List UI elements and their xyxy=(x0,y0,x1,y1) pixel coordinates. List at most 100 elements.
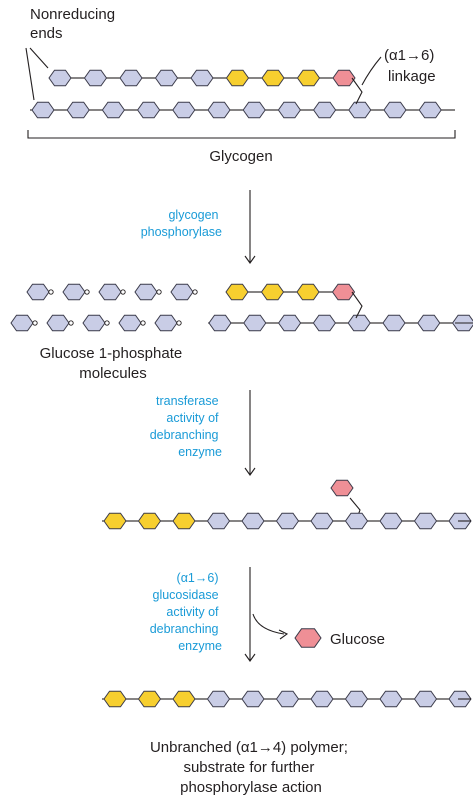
glucose-residue xyxy=(312,101,337,119)
glucose-residue xyxy=(136,101,161,119)
glucose-residue xyxy=(243,314,267,332)
free-glucose-residue xyxy=(294,628,322,648)
glucose-residue xyxy=(31,101,55,119)
phosphate-group xyxy=(192,289,198,295)
glucose-1-phosphate xyxy=(82,314,106,332)
step-glucosidase: (α1→6) glucosidase activity of debranchi… xyxy=(150,567,385,662)
glucose-residue xyxy=(208,314,232,332)
linkage-pointer-line xyxy=(361,56,382,86)
phosphate-group xyxy=(32,320,38,326)
glucose-residue xyxy=(277,101,302,119)
phosphate-group xyxy=(84,289,90,295)
glucose-residue xyxy=(190,69,214,87)
glucose-residue xyxy=(101,101,126,119)
removed-glucose-residue xyxy=(103,512,127,530)
inner-chain xyxy=(30,101,455,119)
glucose-residue xyxy=(48,69,72,87)
glucose-1-phosphate xyxy=(118,314,142,332)
glucose-release-arrow-head xyxy=(278,629,289,640)
extended-chain xyxy=(102,512,472,530)
removed-glucose-residue xyxy=(261,69,285,87)
glucose-1-phosphate xyxy=(62,283,86,301)
glycogen-bracket xyxy=(27,130,456,139)
glucose-residue xyxy=(206,512,231,530)
stage-glycogen: Nonreducing ends (α1→6) linkage Glycogen xyxy=(25,6,456,165)
phosphorylase-label: glycogen phosphorylase xyxy=(141,208,222,239)
branch-point-residue xyxy=(331,283,356,301)
branch-linkage-bond xyxy=(351,77,363,105)
glucose-1-phosphate xyxy=(170,283,194,301)
glucose-residue xyxy=(310,690,334,708)
glucose-residue xyxy=(172,101,196,119)
outer-chain xyxy=(48,69,356,87)
glucose-residue xyxy=(347,314,371,332)
removed-glucose-residue xyxy=(172,690,196,708)
glucose-1-phosphate-label: Glucose 1-phosphate molecules xyxy=(40,345,187,382)
arrow-head-3 xyxy=(244,653,256,662)
removed-glucose-residue xyxy=(296,283,320,301)
removed-glucose-residue xyxy=(225,69,250,87)
glucose-residue xyxy=(379,512,403,530)
glucose-residue xyxy=(119,69,143,87)
glucose-residue xyxy=(275,512,300,530)
glucose-1-phosphate-molecules xyxy=(10,283,198,332)
glucose-residue xyxy=(418,101,442,119)
glucose-residue xyxy=(241,690,265,708)
glucose-residue xyxy=(413,512,438,530)
stage-after-transfer xyxy=(102,479,472,530)
arrow-head-1 xyxy=(244,255,256,264)
free-glucose xyxy=(294,628,322,648)
glucose-residue xyxy=(275,690,300,708)
glucose-residue xyxy=(382,314,406,332)
linkage-label: (α1→6) linkage xyxy=(384,47,439,85)
glucose-residue xyxy=(348,101,372,119)
removed-glucose-residue xyxy=(103,690,127,708)
glucose-1-phosphate xyxy=(46,314,70,332)
branch-point-residue xyxy=(330,479,354,497)
nonreducing-pointer-line xyxy=(29,47,49,69)
removed-glucose-residue xyxy=(260,283,285,301)
removed-glucose-residue xyxy=(137,690,162,708)
arrow-head-2 xyxy=(244,467,256,476)
branch-linkage-bond xyxy=(351,291,363,319)
unbranched-chain xyxy=(102,690,472,708)
glucose-residue xyxy=(277,314,302,332)
glucose-release-arrow xyxy=(252,613,285,635)
stage-after-phosphorylase: Glucose 1-phosphate molecules xyxy=(10,283,473,382)
glucose-residue xyxy=(83,69,108,87)
stage-unbranched: Unbranched (α1→4) polymer; substrate for… xyxy=(102,690,472,796)
glucose-residue xyxy=(206,690,231,708)
glucose-1-phosphate xyxy=(98,283,122,301)
removed-glucose-residue xyxy=(225,283,249,301)
glucose-1-phosphate xyxy=(154,314,178,332)
glucose-residue xyxy=(242,101,266,119)
glucose-label: Glucose xyxy=(330,631,385,648)
removed-glucose-residue xyxy=(172,512,196,530)
remaining-inner-chain xyxy=(208,314,473,332)
step-phosphorylase: glycogen phosphorylase xyxy=(141,190,256,264)
removed-glucose-residue xyxy=(296,69,321,87)
phosphate-group xyxy=(68,320,74,326)
glucose-residue xyxy=(383,101,407,119)
phosphate-group xyxy=(104,320,110,326)
phosphate-group xyxy=(140,320,146,326)
nonreducing-ends-label: Nonreducing ends xyxy=(30,6,119,42)
glycogen-label: Glycogen xyxy=(209,148,272,165)
glucose-residue xyxy=(344,512,369,530)
glucose-residue xyxy=(413,690,438,708)
glucose-residue xyxy=(154,69,179,87)
glucose-1-phosphate xyxy=(10,314,34,332)
phosphate-group xyxy=(120,289,126,295)
glucose-residue xyxy=(207,101,231,119)
transferase-label: transferase activity of debranching enzy… xyxy=(150,394,222,459)
glucose-1-phosphate xyxy=(134,283,158,301)
step-transferase: transferase activity of debranching enzy… xyxy=(150,390,256,476)
glucosidase-label: (α1→6) glucosidase activity of debranchi… xyxy=(150,571,222,653)
glucose-residue xyxy=(379,690,403,708)
branch-point-residue xyxy=(332,69,356,87)
phosphate-group xyxy=(176,320,182,326)
branch-glucose-residue xyxy=(330,479,354,497)
glucose-residue xyxy=(241,512,265,530)
phosphate-group xyxy=(156,289,162,295)
